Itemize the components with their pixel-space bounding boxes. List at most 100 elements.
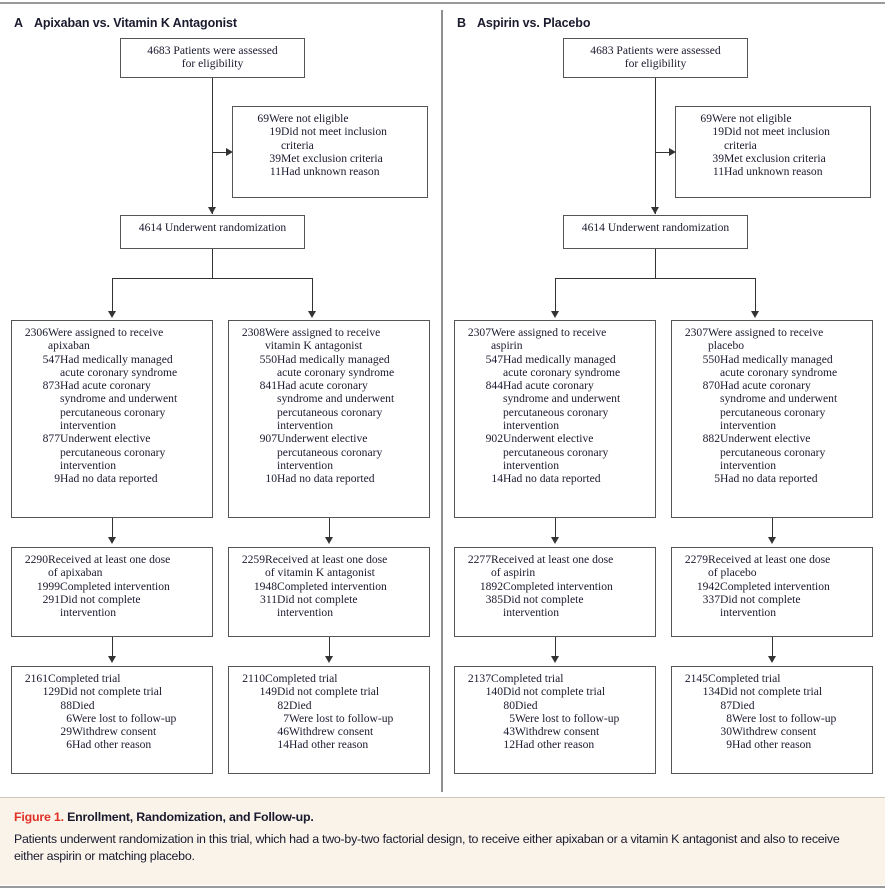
dose-item-0-1-text: Did not complete (503, 592, 584, 606)
trial-item-1-2-text: Were lost to follow-up (732, 711, 837, 725)
assigned-item-0-1-cont-0-spacer (30, 392, 60, 405)
arrow-to-trial-0 (108, 656, 116, 663)
assigned-item-0-0-cont-0-spacer (473, 366, 503, 379)
assigned-item-0-2-cont-0: percutaneous coronary (473, 446, 649, 459)
assessed-line-2: for eligibility (181, 57, 244, 71)
connector-assigned-to-dose-1 (772, 518, 773, 540)
trial-item-1-0-number: 134 (702, 685, 720, 699)
arrow-to-dose-1 (325, 537, 333, 544)
assigned-item-1-1-cont-1-text: percutaneous coronary (277, 405, 383, 419)
dose-head-0-cont-spacer (18, 566, 48, 579)
assigned-item-0-1-number: 844 (485, 379, 503, 393)
assigned-item-0-2-cont-1-text: intervention (503, 458, 560, 472)
assigned-item-0-2-cont-0-text: percutaneous coronary (60, 445, 166, 459)
assigned-head-0-text: Were assigned to receive (491, 326, 607, 339)
assigned-item-1-1-cont-0: syndrome and underwent (247, 392, 423, 405)
assigned-item-0-1-cont-0: syndrome and underwent (30, 392, 206, 405)
arrow-to-dose-0 (551, 537, 559, 544)
connector-split-horizontal (555, 278, 756, 279)
excluded-item-1-number: 39 (712, 151, 724, 165)
assigned-item-0-0-cont-0-text: acute coronary syndrome (503, 365, 621, 379)
arrow-arm-1 (751, 311, 759, 318)
trial-item-0-2-number: 6 (66, 711, 72, 725)
assigned-item-1-2-cont-1: intervention (690, 459, 866, 472)
dose-item-1-1-cont-0-spacer (690, 606, 720, 619)
panel-a-title-text: Apixaban vs. Vitamin K Antagonist (33, 16, 237, 30)
panel-b-letter: B (457, 16, 466, 30)
dose-head-1-number: 2259 (241, 553, 265, 566)
dose-item-0-0-text: Completed intervention (503, 579, 613, 593)
assigned-item-1-1-cont-1: percutaneous coronary (247, 406, 423, 419)
assigned-item-0-3-number: 14 (491, 472, 503, 486)
trial-item-0-3-text: Withdrew consent (515, 725, 600, 739)
trial-item-1-3-number: 46 (277, 725, 289, 739)
assigned-item-1-2-cont-0: percutaneous coronary (690, 446, 866, 459)
trial-item-0-2-text: Were lost to follow-up (515, 711, 620, 725)
excluded-item-1-text: Met exclusion criteria (281, 151, 383, 165)
assigned-item-0-0-cont-0-text: acute coronary syndrome (60, 365, 178, 379)
assigned-item-1-1-cont-2-text: intervention (720, 419, 777, 433)
assigned-item-1-1-text: Had acute coronary (277, 379, 368, 393)
excluded-item-0-cont-text: criteria (724, 138, 757, 152)
dose-item-0-1-cont-0: intervention (473, 606, 649, 619)
assigned-item-1-3-text: Had no data reported (720, 472, 818, 486)
box-randomization: 4614 Underwent randomization (120, 215, 305, 249)
excluded-item-0-cont: criteria (694, 139, 864, 152)
assigned-item-0-0-text: Had medically managed (60, 352, 173, 366)
assigned-item-0-1-number: 873 (42, 379, 60, 393)
dose-head-1-cont: of placebo (678, 566, 866, 579)
connector-arm-1-down (312, 278, 313, 314)
assigned-item-0-2-cont-0-spacer (473, 446, 503, 459)
assigned-item-1-1-text: Had acute coronary (720, 379, 811, 393)
trial-item-0-1-text: Died (72, 698, 95, 712)
excluded-item-0-cont: criteria (251, 139, 421, 152)
assigned-item-1-2-text: Underwent elective (720, 432, 811, 446)
assigned-item-0-1-cont-1-spacer (30, 406, 60, 419)
excluded-item-0-text: Did not meet inclusion (724, 125, 830, 139)
assigned-item-0-2-cont-1-spacer (30, 459, 60, 472)
dose-item-0-1-number: 385 (485, 592, 503, 606)
dose-item-1-1-cont-0-text: intervention (277, 606, 334, 620)
dose-item-1-0-number: 1948 (253, 579, 277, 593)
trial-head-0-text: Completed trial (48, 672, 121, 685)
randomization-line: 4614 Underwent randomization (138, 221, 287, 234)
dose-head-0-cont-text: of apixaban (48, 566, 103, 580)
arrow-arm-0 (551, 311, 559, 318)
assigned-item-0-0-cont-0: acute coronary syndrome (473, 366, 649, 379)
assigned-item-0-1-cont-1-text: percutaneous coronary (60, 405, 166, 419)
trial-item-0-1-number: 88 (60, 698, 72, 712)
arrow-to-excluded (669, 147, 676, 156)
assigned-item-0-1-cont-0: syndrome and underwent (473, 392, 649, 405)
assigned-head-1-cont-spacer (235, 339, 265, 352)
trial-item-0-3-number: 29 (60, 725, 72, 739)
dose-item-0-1-cont-0-spacer (473, 606, 503, 619)
assigned-item-0-2-number: 877 (42, 432, 60, 446)
assigned-item-1-0-cont-0: acute coronary syndrome (690, 366, 866, 379)
excluded-head-text: Were not eligible (269, 112, 349, 125)
dose-head-0-cont: of apixaban (18, 566, 206, 579)
